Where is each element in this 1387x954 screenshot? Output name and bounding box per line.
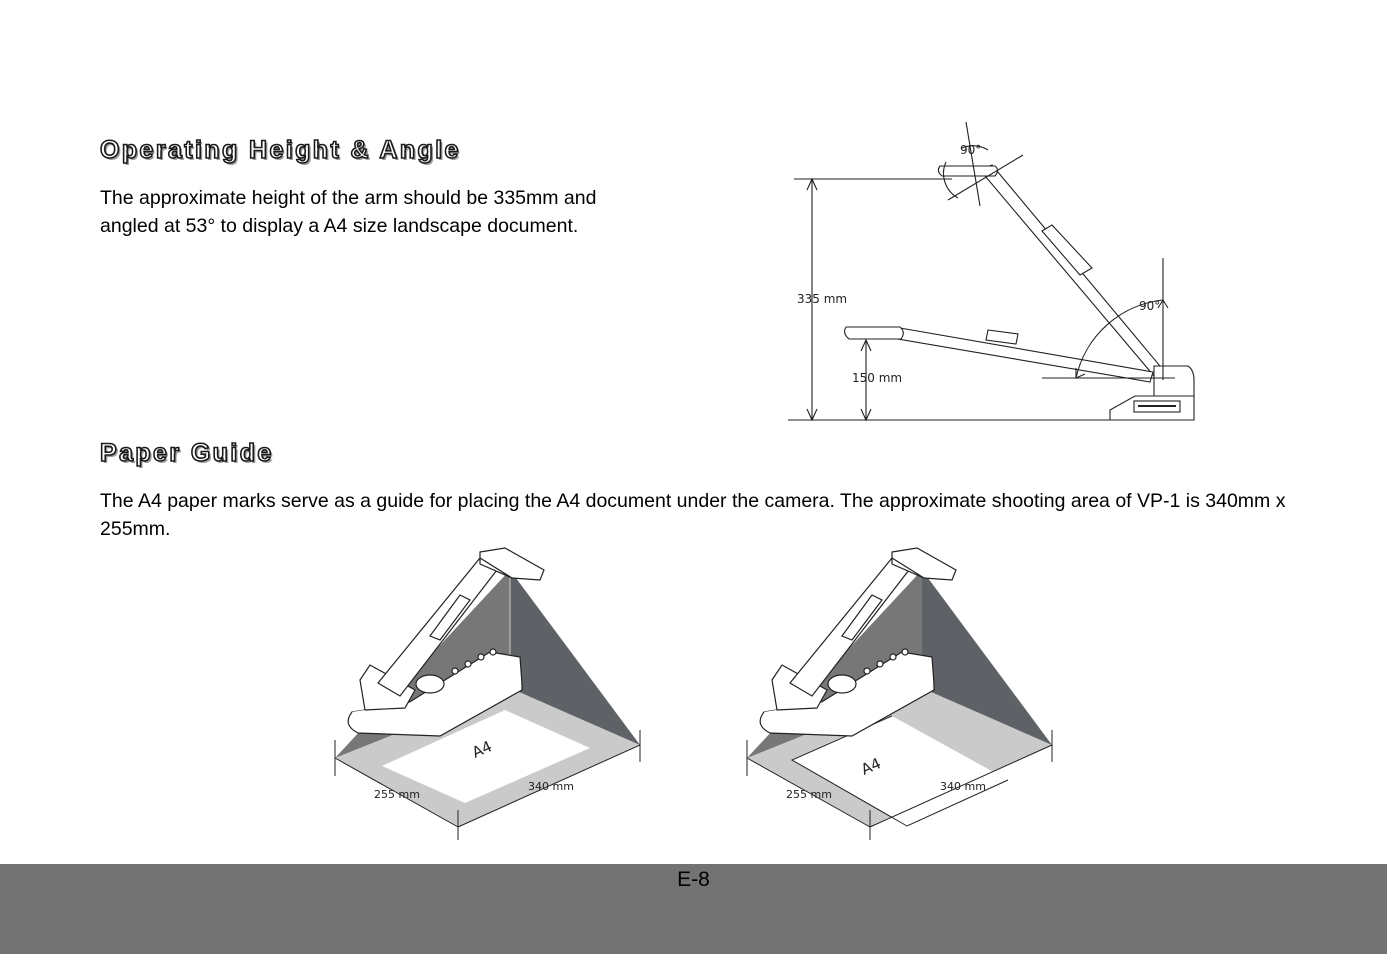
height-335-label: 335 mm (797, 292, 847, 306)
paper-guide-text: The A4 paper marks serve as a guide for … (100, 490, 1286, 540)
page-number: E-8 (677, 868, 710, 891)
operating-height-heading: Operating Height & Angle (99, 135, 461, 165)
right-width-label: 255 mm (786, 788, 832, 801)
side-view-diagram: 90° 90° 335 mm 150 mm (788, 121, 1195, 422)
operating-height-text: The approximate height of the arm should… (100, 187, 597, 237)
paper-guide-heading: Paper Guide (99, 438, 274, 468)
angle-right-label: 90° (1139, 299, 1160, 313)
paper-guide-diagram-right: A4 255 mm 340 mm (746, 547, 1053, 840)
angle-top-label: 90° (960, 143, 981, 157)
height-150-label: 150 mm (852, 371, 902, 385)
right-length-label: 340 mm (940, 780, 986, 793)
paper-guide-diagram-left: A4 255 mm 340 mm (334, 547, 641, 840)
left-length-label: 340 mm (528, 780, 574, 793)
page-footer: E-8 (0, 864, 1387, 954)
left-width-label: 255 mm (374, 788, 420, 801)
